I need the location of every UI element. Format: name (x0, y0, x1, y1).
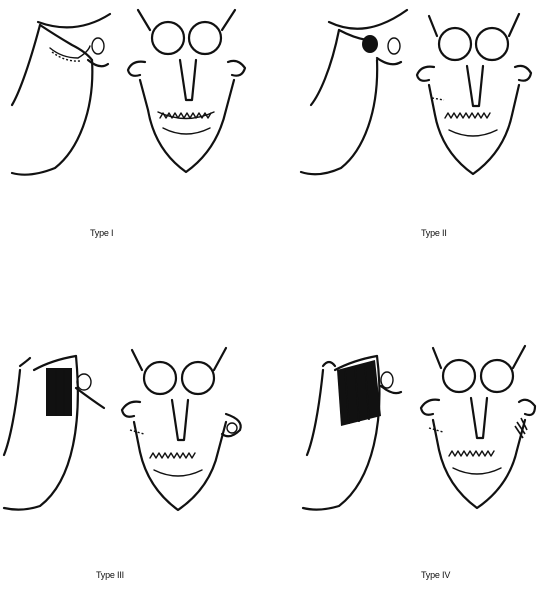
panel-caption: Type III (96, 570, 124, 580)
panel-caption: Type I (90, 228, 113, 238)
panel-type-4: Type IV (269, 330, 538, 586)
panel-caption: Type IV (421, 570, 450, 580)
skull-front-view (421, 346, 535, 508)
ramus-hatched-lesion (46, 368, 72, 416)
jaw-illustration-type-4 (269, 330, 538, 586)
panel-type-2: Type II (269, 0, 538, 260)
skull-front-view (417, 14, 531, 174)
jaw-illustration-type-2 (269, 0, 538, 260)
ramus-hatched-lesion (337, 360, 381, 426)
jaw-illustration-type-3 (0, 330, 269, 586)
panel-type-1: Type I (0, 0, 269, 260)
panel-caption: Type II (421, 228, 447, 238)
condyle-lesion-mark (362, 35, 378, 53)
skull-front-view (128, 10, 245, 172)
jaw-illustration-type-1 (0, 0, 269, 260)
skull-front-view (122, 348, 241, 510)
panel-type-3: Type III (0, 330, 269, 586)
